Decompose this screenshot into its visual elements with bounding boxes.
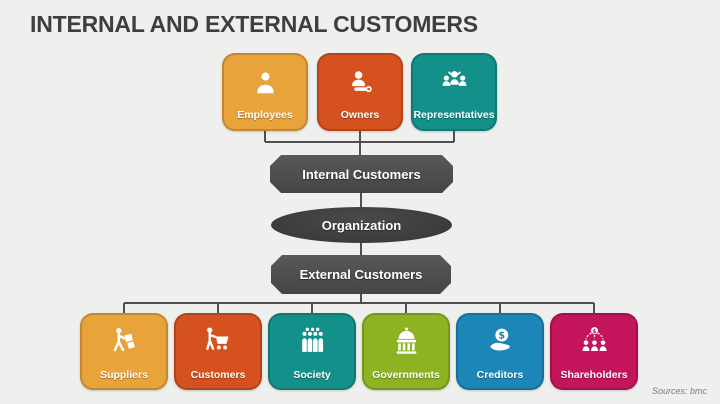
page-title: INTERNAL AND EXTERNAL CUSTOMERS <box>30 11 478 37</box>
node-owners: Owners <box>317 53 403 131</box>
organization-shape: Organization <box>271 207 452 243</box>
shareholder-hierarchy-icon: $ <box>581 327 607 352</box>
organization-label: Organization <box>321 217 402 233</box>
internal-customers-label: Internal Customers <box>302 166 421 182</box>
person-wrench-icon <box>351 71 372 93</box>
person-icon <box>256 72 274 94</box>
shopping-cart-icon <box>205 327 229 351</box>
node-label: Shareholders <box>560 368 628 381</box>
external-customers-shape: External Customers <box>271 255 451 294</box>
node-label: Suppliers <box>100 368 148 381</box>
node-governments: Governments <box>362 313 450 390</box>
node-label: Employees <box>237 108 293 121</box>
node-representatives: Representatives <box>411 53 497 131</box>
delivery-person-icon <box>113 327 135 352</box>
node-label: Society <box>293 368 331 381</box>
node-label: Owners <box>340 108 380 121</box>
node-customers: Customers <box>174 313 262 390</box>
source-note: Sources: bmc <box>651 386 707 396</box>
people-group-icon <box>442 71 466 86</box>
node-society: Society <box>268 313 356 390</box>
node-label: Governments <box>372 368 440 381</box>
coin-in-hand-icon: $ <box>489 328 510 351</box>
node-label: Customers <box>190 368 246 381</box>
crowd-icon <box>301 327 323 352</box>
external-customers-label: External Customers <box>299 267 423 282</box>
node-suppliers: Suppliers <box>80 313 168 390</box>
dollar-sign: $ <box>498 331 505 342</box>
dollar-sign: $ <box>592 328 596 335</box>
internal-customers-shape: Internal Customers <box>270 155 453 193</box>
node-employees: Employees <box>222 53 308 131</box>
node-label: Representatives <box>413 108 495 121</box>
node-shareholders: $ Shareholders <box>550 313 638 390</box>
government-building-icon <box>396 327 416 354</box>
node-label: Creditors <box>476 368 524 381</box>
node-creditors: $ Creditors <box>456 313 544 390</box>
